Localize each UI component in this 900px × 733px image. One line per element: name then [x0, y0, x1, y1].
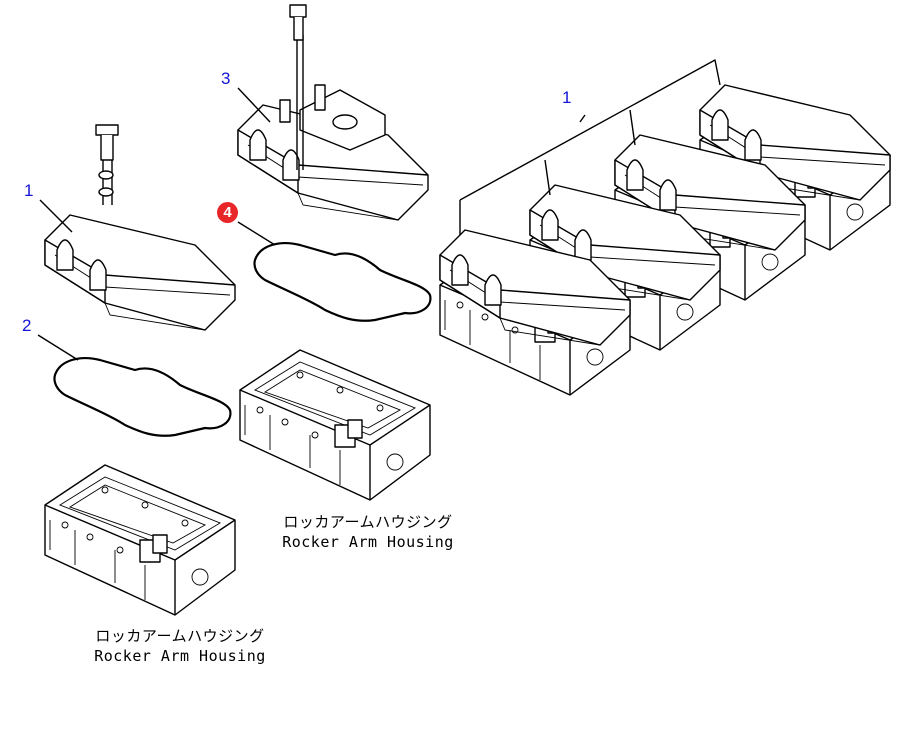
- callout-cover-assembly: 1: [562, 88, 572, 107]
- rocker-cover-left: [39, 124, 236, 331]
- caption-rocker-arm-housing-middle: ロッカアームハウジング Rocker Arm Housing: [268, 512, 468, 552]
- caption-rocker-arm-housing-left: ロッカアームハウジング Rocker Arm Housing: [80, 626, 280, 666]
- rocker-arm-housing-left: [44, 464, 236, 616]
- callout-gasket-left: 2: [22, 316, 32, 335]
- rocker-arm-housing-middle: [239, 349, 431, 501]
- gasket-left: [37, 334, 232, 437]
- caption-en: Rocker Arm Housing: [282, 533, 454, 551]
- callout-badge-highlighted[interactable]: 4: [217, 202, 238, 223]
- caption-jp: ロッカアームハウジング: [283, 513, 453, 531]
- gasket-highlighted: [237, 221, 432, 322]
- caption-jp: ロッカアームハウジング: [95, 627, 265, 645]
- callout-cover-left: 1: [24, 181, 34, 200]
- rocker-cover-with-port: [237, 4, 429, 221]
- caption-en: Rocker Arm Housing: [94, 647, 266, 665]
- rocker-cover-assembly: [439, 59, 891, 396]
- callout-cover-with-port: 3: [221, 69, 231, 88]
